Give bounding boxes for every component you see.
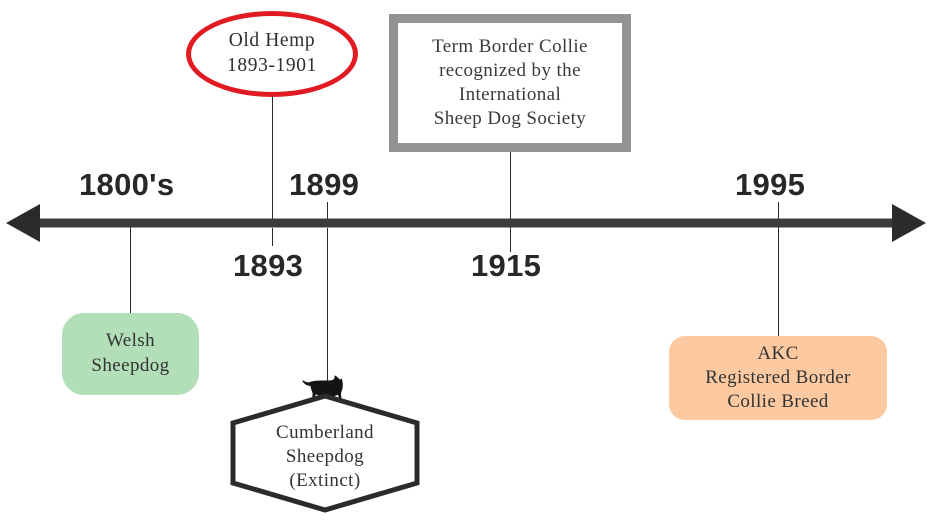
arrow-left-icon [6, 204, 40, 242]
node-akc[interactable]: AKC Registered Border Collie Breed [669, 336, 887, 420]
connector-akc [778, 202, 779, 337]
node-cumberland-sheepdog[interactable]: Cumberland Sheepdog (Extinct) [228, 393, 422, 513]
node-welsh-sheepdog-line-2: Sheepdog [91, 355, 170, 376]
tick-1893 [272, 228, 273, 246]
connector-isds [510, 152, 511, 252]
node-isds-line-1: Term Border Collie [432, 36, 588, 58]
node-cumberland-sheepdog-line-2: Sheepdog [285, 446, 365, 468]
timeline-axis [6, 204, 926, 242]
node-akc-line-3: Collie Breed [727, 390, 829, 412]
node-welsh-sheepdog-line-1: Welsh [105, 330, 156, 352]
hexagon-shape [230, 393, 420, 513]
connector-old-hemp [272, 96, 273, 220]
node-akc-line-2: Registered Border [705, 367, 851, 389]
year-label-1995: 1995 [735, 167, 806, 202]
year-label-1899: 1899 [289, 167, 360, 202]
node-cumberland-sheepdog-line-3: (Extinct) [289, 469, 361, 491]
node-isds-line-4: Sheep Dog Society [433, 107, 587, 129]
node-isds[interactable]: Term Border Collie recognized by the Int… [389, 14, 631, 152]
node-old-hemp-line-1: Old Hemp [228, 30, 316, 52]
node-isds-line-3: International [458, 84, 562, 105]
year-label-1893: 1893 [233, 248, 304, 283]
node-old-hemp-line-2: 1893-1901 [227, 55, 317, 76]
node-old-hemp[interactable]: Old Hemp 1893-1901 [186, 11, 358, 97]
connector-cumberland-sheepdog [327, 228, 328, 384]
year-label-1800s: 1800's [79, 167, 175, 202]
tick-1899 [327, 202, 328, 220]
node-cumberland-sheepdog-line-1: Cumberland [276, 422, 374, 444]
node-akc-line-1: AKC [757, 343, 799, 365]
node-welsh-sheepdog[interactable]: Welsh Sheepdog [62, 313, 199, 395]
arrow-right-icon [892, 204, 926, 242]
year-label-1915: 1915 [471, 248, 542, 283]
node-isds-line-2: recognized by the [439, 60, 581, 82]
connector-welsh-sheepdog [130, 220, 131, 315]
